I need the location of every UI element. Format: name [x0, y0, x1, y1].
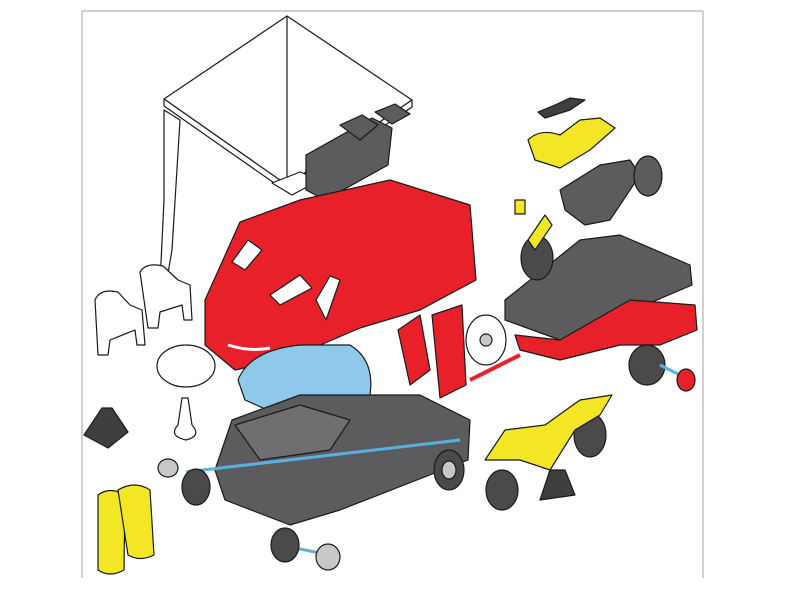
- trailer: [469, 234, 698, 392]
- roof-rack: [271, 103, 411, 201]
- motorcycle: [484, 394, 613, 511]
- chairs: [94, 264, 193, 356]
- barrel: [97, 484, 155, 575]
- spare-wheel: [465, 314, 507, 366]
- bike-stand: [83, 407, 129, 449]
- motorcycle-parts: [514, 97, 663, 281]
- rear-doors: [397, 304, 467, 399]
- table: [156, 344, 216, 441]
- frame: [81, 10, 704, 578]
- van-body: [204, 179, 477, 371]
- wheels: [157, 449, 465, 571]
- chassis: [185, 394, 471, 557]
